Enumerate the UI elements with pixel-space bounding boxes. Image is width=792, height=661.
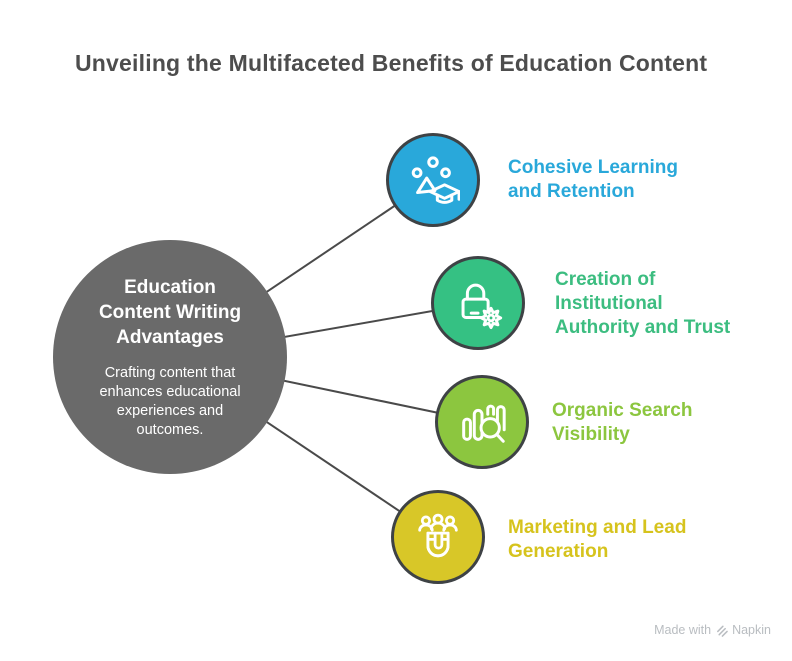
napkin-chevrons-icon xyxy=(717,625,728,637)
node-label-marketing-lead: Marketing and Lead Generation xyxy=(508,517,687,562)
bar-chart-magnifier-icon xyxy=(462,404,506,443)
node-circle-institutional-authority xyxy=(431,256,525,350)
node-circle-organic-search xyxy=(435,375,529,469)
node-circle-marketing-lead xyxy=(391,490,485,584)
node-label-organic-search: Organic Search Visibility xyxy=(552,400,693,445)
node-label-institutional-authority: Creation of Institutional Authority and … xyxy=(555,269,731,338)
magnet-people-icon xyxy=(418,513,458,558)
footer-brand: Napkin xyxy=(732,623,771,637)
central-node-description: Crafting content that enhances education… xyxy=(99,364,241,438)
central-node: Education Content Writing Advantages Cra… xyxy=(53,240,287,474)
lock-gear-icon xyxy=(461,283,503,330)
page-title: Unveiling the Multifaceted Benefits of E… xyxy=(75,50,708,76)
footer-prefix: Made with xyxy=(654,623,712,637)
node-circle-cohesive-learning xyxy=(386,133,480,227)
node-label-cohesive-learning: Cohesive Learning and Retention xyxy=(508,157,678,202)
made-with-napkin: Made with Napkin xyxy=(654,623,771,637)
central-node-title: Education Content Writing Advantages xyxy=(98,276,242,348)
people-graduation-cap-icon xyxy=(411,156,460,204)
